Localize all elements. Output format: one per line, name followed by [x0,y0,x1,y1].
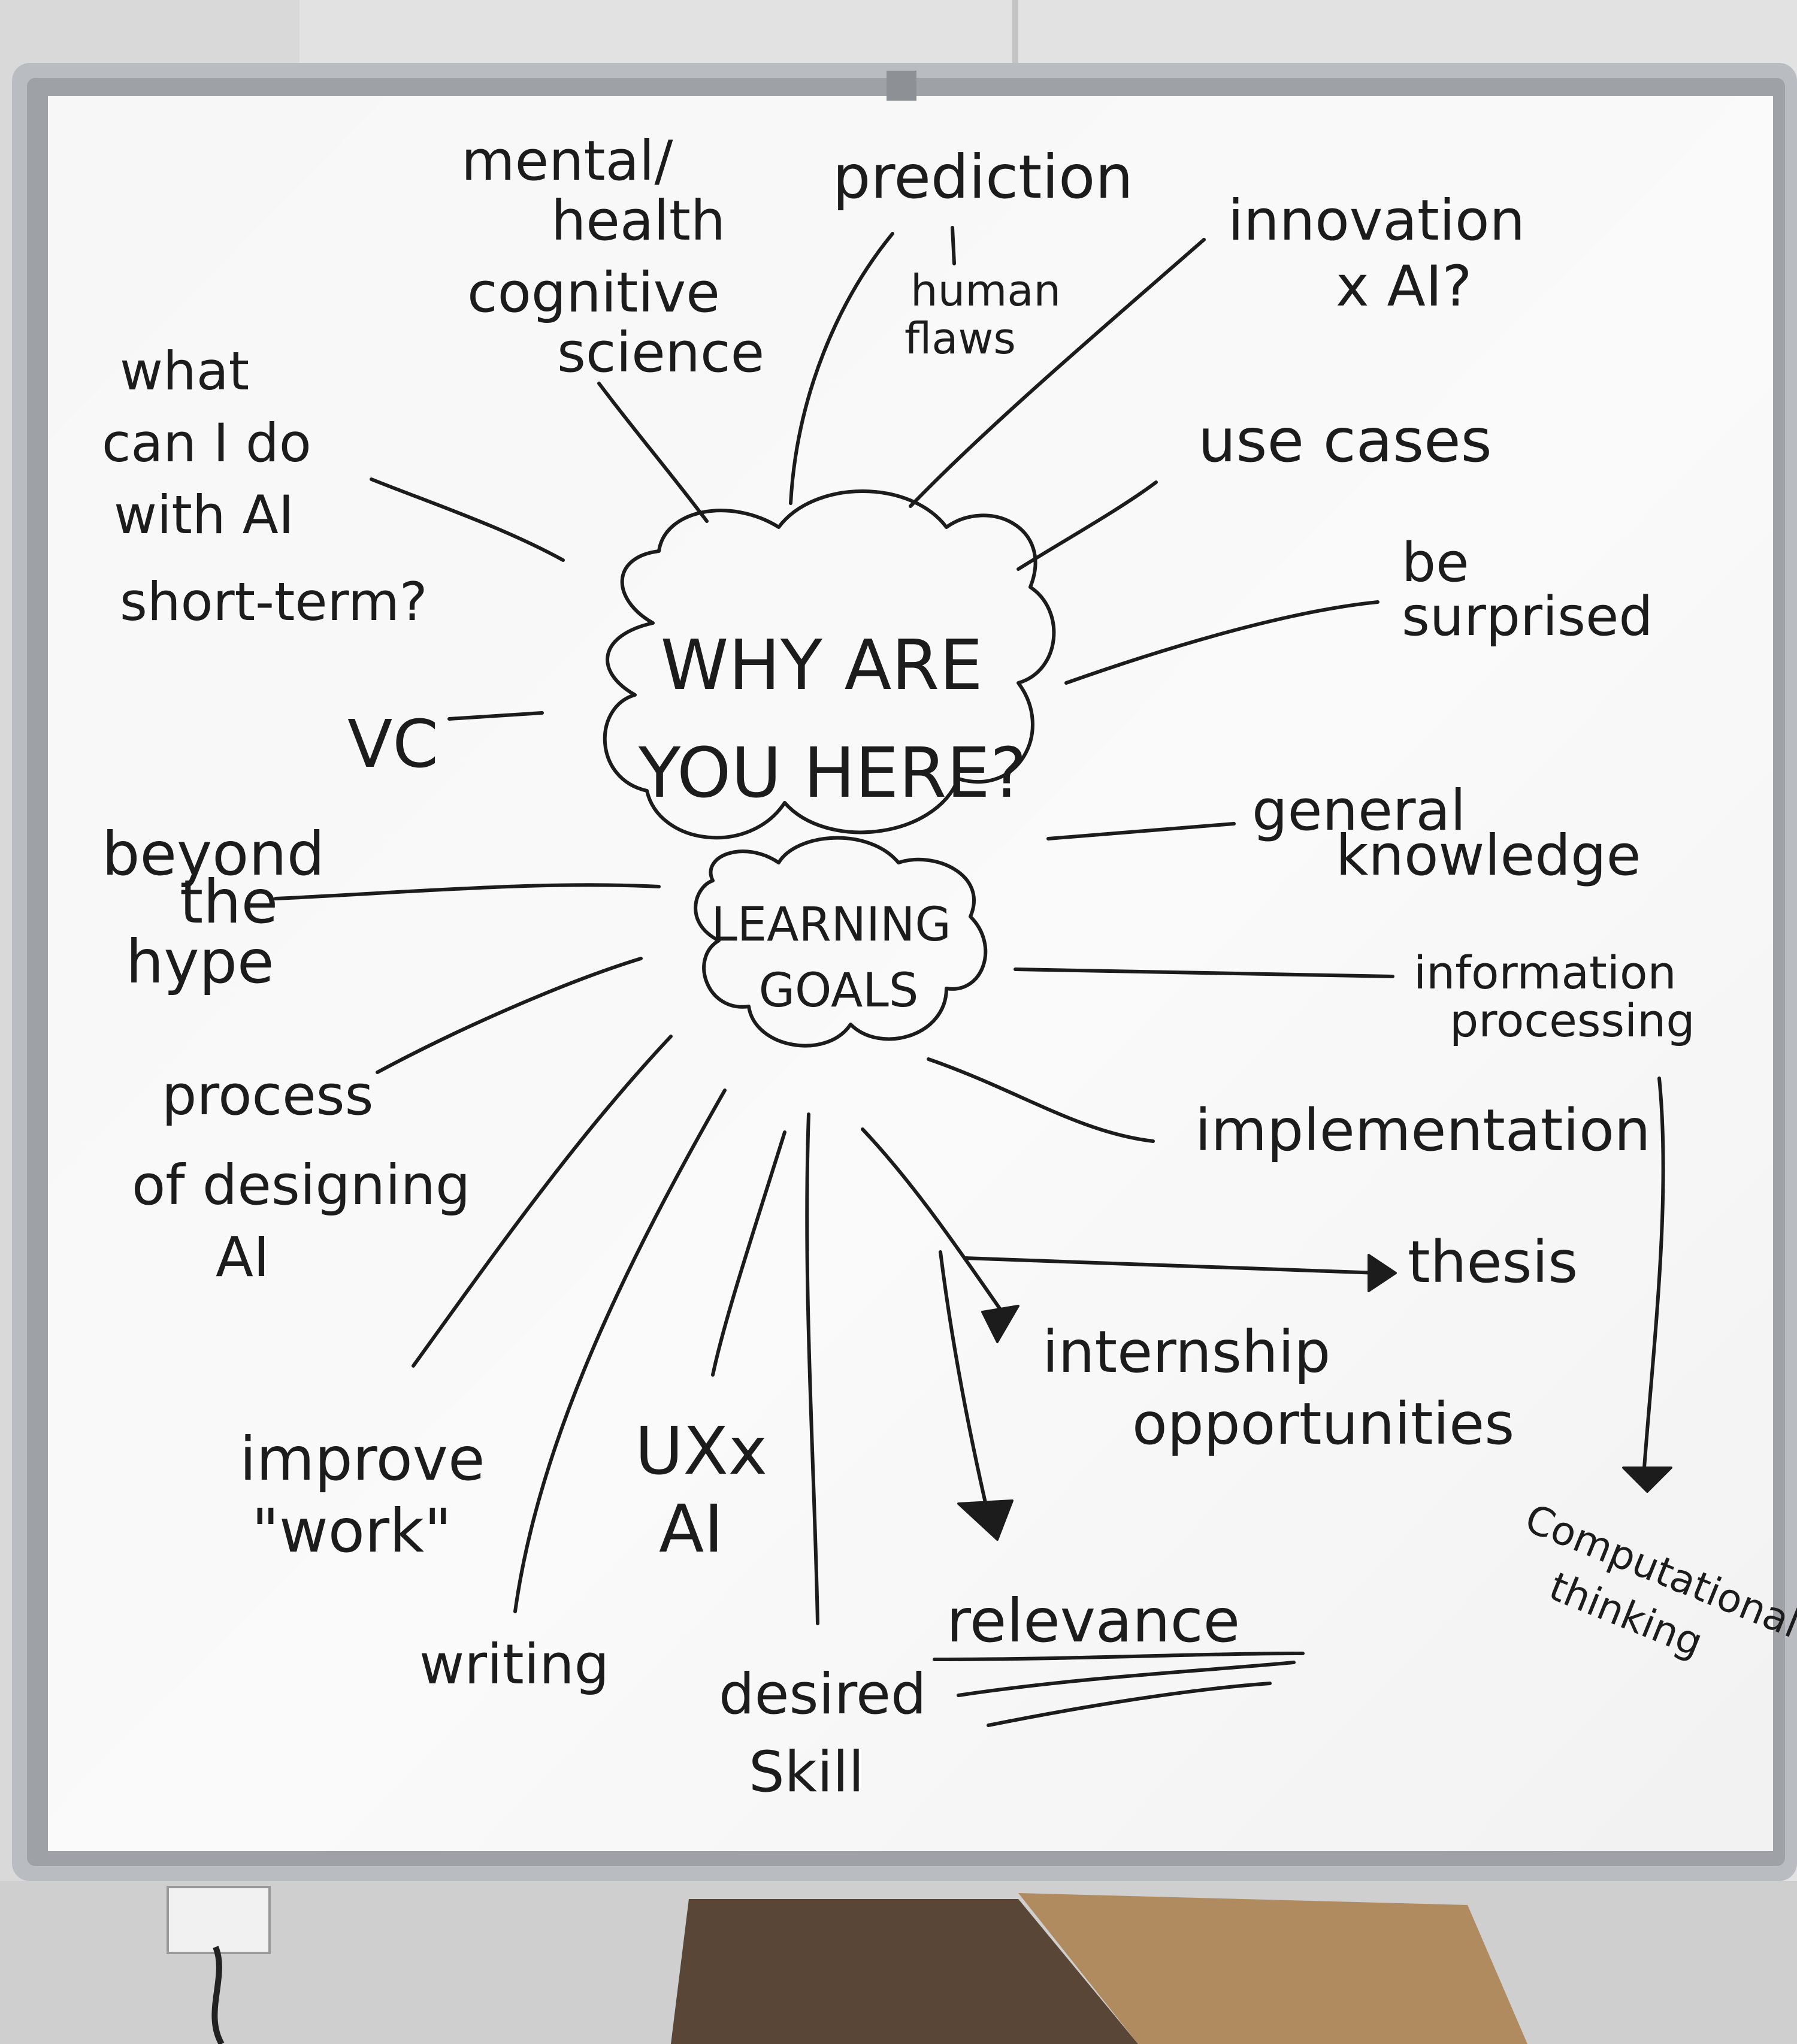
label-relevance: relevance [946,1586,1240,1656]
label-information-processing: information processing [1414,946,1695,1047]
line-beyond-hype [274,883,661,900]
label-thesis: thesis [1408,1229,1578,1296]
line-desired-skill [805,1112,819,1625]
label-beyond-hype: beyond the hype [102,819,344,997]
line-innovation [909,238,1206,508]
arrow-relevance-line [939,1250,990,1517]
line-implementation [927,1057,1155,1143]
line-prediction [789,232,894,505]
board-glare [48,96,1773,1851]
label-prediction: prediction [833,142,1133,212]
line-process-designing [376,957,643,1074]
label-use-cases: use cases [1198,406,1492,476]
label-mental-health: mental/ health cognitive science [461,129,764,385]
arrow-internship-line [861,1127,1008,1320]
wall-seam [1012,0,1018,72]
human-flaws-tick [951,226,956,265]
label-improve-work: improve "work" [240,1424,504,1566]
line-use-cases [1017,480,1158,571]
label-process-designing: process of designing AI [132,1063,488,1289]
label-ux-ai: UXx AI [635,1413,788,1567]
label-internship: internship opportunities [1042,1319,1514,1458]
arrow-thesis-line [963,1256,1379,1275]
label-innovation: innovation x AI? [1228,188,1543,319]
label-writing: writing [419,1632,609,1697]
board-clip [887,71,916,101]
relevance-underline-3 [987,1682,1272,1727]
center-subtitle: LEARNING GOALS [711,898,966,1018]
cable [211,1946,225,2044]
arrowhead-relevance [957,1499,1014,1541]
line-mental-health [597,382,709,523]
label-be-surprised: be surprised [1402,531,1653,648]
goals-cloud [694,836,988,1048]
label-general-knowledge: general knowledge [1252,778,1641,888]
cardboard-under-board [1018,1893,1527,2044]
bag-under-board [671,1899,1138,2044]
arrow-computational-line [1642,1077,1665,1469]
arrowhead-computational [1622,1467,1672,1493]
line-vc [447,711,544,721]
center-title: WHY ARE YOU HERE? [638,625,1027,814]
label-desired-skill: desired Skill [719,1662,945,1805]
label-implementation: implementation [1195,1097,1651,1164]
line-what-can-i-do [370,477,565,562]
line-improve-work [412,1035,673,1368]
relevance-underline-1 [933,1652,1305,1661]
label-what-can-i-do: what can I do with AI short-term? [102,340,428,633]
line-writing [513,1088,727,1613]
line-be-surprised [1064,600,1379,685]
line-ux-ai [711,1130,786,1377]
why-cloud [603,489,1056,840]
label-human-flaws: human flaws [904,265,1075,364]
arrowhead-internship [981,1305,1019,1343]
power-socket [167,1886,271,1954]
line-information-processing [1014,967,1394,978]
label-vc: VC [347,706,438,782]
relevance-underline-2 [957,1661,1296,1697]
line-general-knowledge [1046,822,1236,840]
arrowhead-thesis [1368,1254,1397,1292]
